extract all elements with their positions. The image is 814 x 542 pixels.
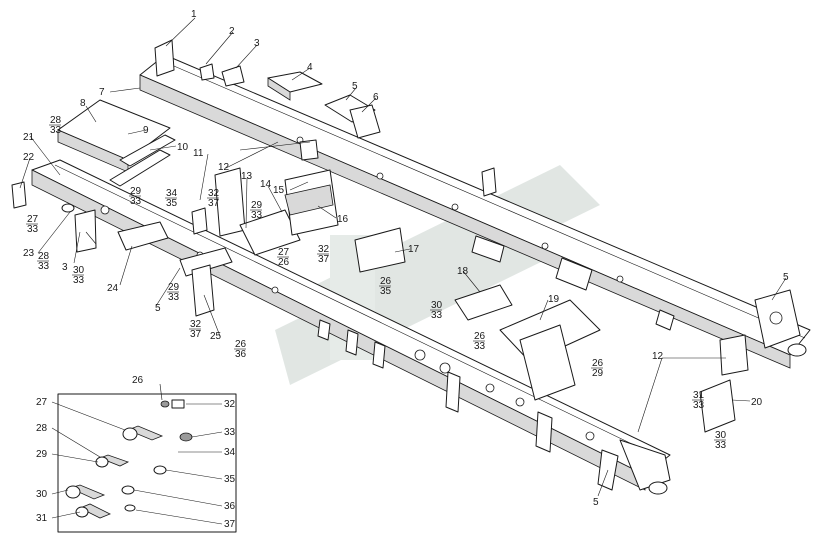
callout-18: 18 — [457, 266, 469, 277]
callout-19: 19 — [548, 294, 560, 305]
legend-36: 36 — [224, 501, 236, 512]
fastener-inset — [51, 383, 237, 533]
callout-5-top: 5 — [352, 81, 358, 92]
legend-35: 35 — [224, 474, 236, 485]
callout-9: 9 — [143, 125, 149, 136]
legend-32: 32 — [224, 399, 236, 410]
callout-8: 8 — [80, 98, 86, 109]
callout-20: 20 — [751, 397, 763, 408]
callout-3-left: 3 — [62, 262, 68, 273]
legend-34: 34 — [224, 447, 236, 458]
callout-6: 6 — [373, 92, 379, 103]
legend-28: 28 — [36, 423, 48, 434]
callout-10: 10 — [177, 142, 189, 153]
callout-2: 2 — [229, 26, 235, 37]
callout-17: 17 — [408, 244, 420, 255]
inset-legend: 26 27 28 29 30 31 32 33 34 35 36 37 — [36, 375, 236, 530]
callout-11: 11 — [193, 148, 204, 159]
callout-14: 14 — [260, 179, 272, 190]
callout-22: 22 — [23, 152, 35, 163]
callout-15: 15 — [273, 185, 285, 196]
callout-13: 13 — [241, 171, 253, 182]
callout-4: 4 — [307, 62, 313, 73]
legend-27: 27 — [36, 397, 48, 408]
callout-5-bottom: 5 — [593, 497, 599, 508]
callout-16: 16 — [337, 214, 349, 225]
legend-33: 33 — [224, 427, 236, 438]
legend-31: 31 — [36, 513, 48, 524]
callout-labels: 1 2 3 4 5 6 7 8 9 10 11 12 13 14 15 16 1… — [23, 9, 789, 508]
callout-7: 7 — [99, 87, 105, 98]
callout-21: 21 — [23, 132, 35, 143]
legend-26: 26 — [132, 375, 144, 386]
rail-hangers — [317, 235, 675, 491]
callout-5-left: 5 — [155, 303, 161, 314]
bolt-icon — [65, 425, 164, 519]
legend-37: 37 — [224, 519, 236, 530]
callout-5-right: 5 — [783, 272, 789, 283]
legend-29: 29 — [36, 449, 48, 460]
callout-24: 24 — [107, 283, 119, 294]
cross-members — [11, 39, 749, 433]
callout-3: 3 — [254, 38, 260, 49]
callout-12-top: 12 — [218, 162, 230, 173]
legend-30: 30 — [36, 489, 48, 500]
callout-23: 23 — [23, 248, 35, 259]
callout-12-right: 12 — [652, 351, 664, 362]
callout-1: 1 — [191, 9, 197, 20]
callout-25: 25 — [210, 331, 222, 342]
leader-lines — [19, 17, 787, 497]
